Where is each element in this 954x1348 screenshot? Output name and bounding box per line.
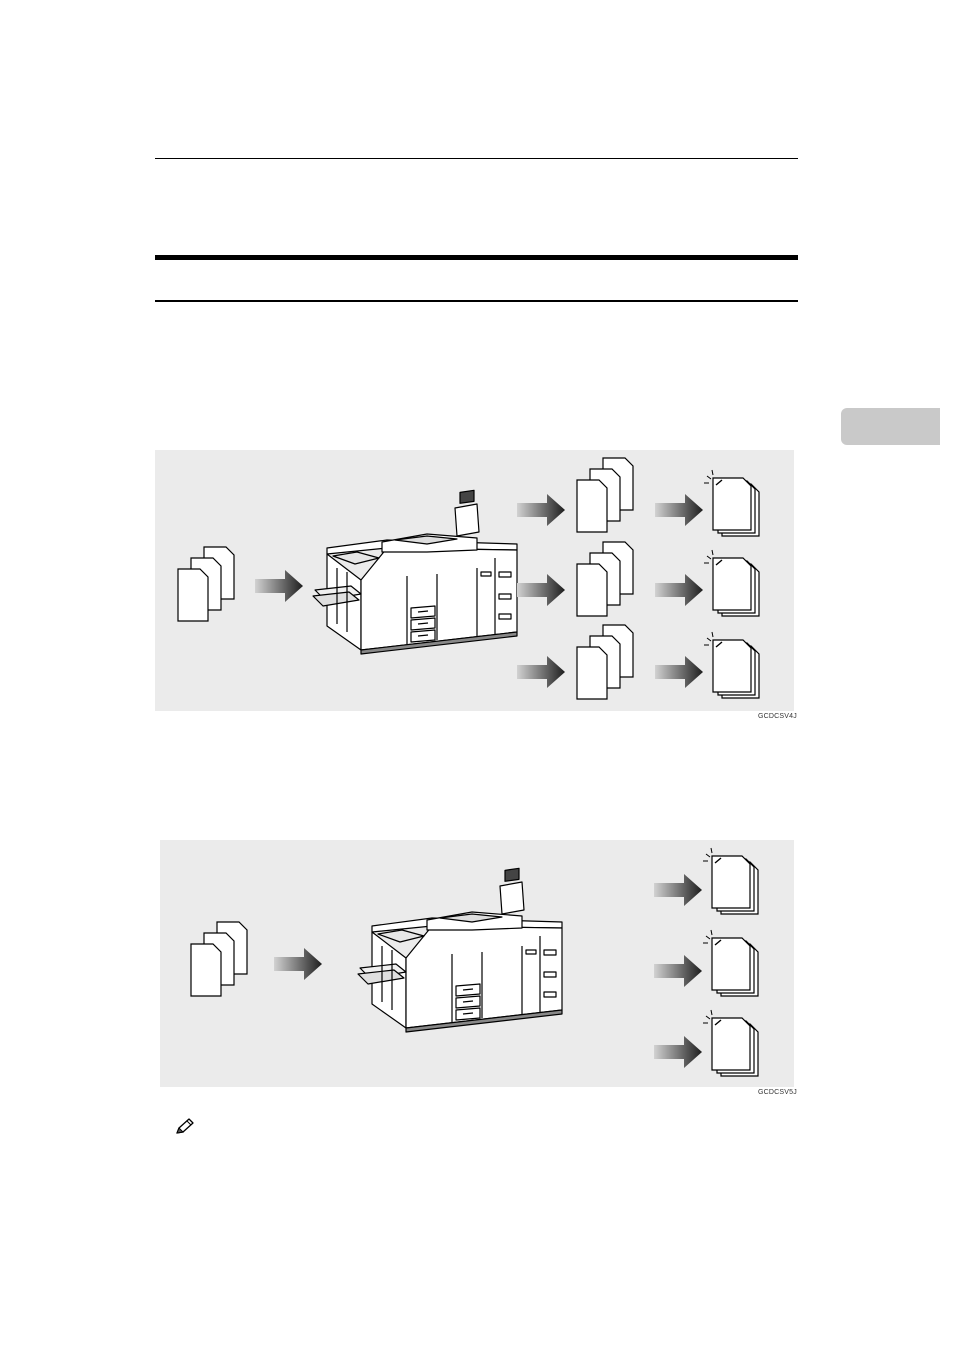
arrow-output-1 [654,874,702,906]
figure-2 [160,840,794,1087]
arrow-staple-1 [655,494,703,526]
arrow-output-2 [654,955,702,987]
arrow-row-3 [517,656,565,688]
section-rule-thin [155,300,798,302]
figure-2-code: GCDCSV5J [758,1089,797,1096]
pencil-icon [174,1117,196,1137]
original-stack [178,547,234,621]
printer-illustration [313,490,517,654]
stapled-set-3 [704,632,759,698]
stapled-set-2 [704,550,759,616]
arrow-output-3 [654,1036,702,1068]
arrow-staple-2 [655,574,703,606]
stapled-set-1 [704,470,759,536]
section-rule-thick [155,255,798,260]
stapled-set-2 [703,930,758,996]
stapled-set-3 [703,1010,758,1076]
printer-illustration [358,868,562,1032]
original-stack [191,922,247,996]
sorted-stack-2 [577,542,633,616]
sorted-stack-3 [577,625,633,699]
input-arrow [255,570,303,602]
stapled-set-1 [703,848,758,914]
chapter-tab [841,408,940,445]
header-rule [155,158,798,159]
input-arrow [274,948,322,980]
sorted-stack-1 [577,458,633,532]
arrow-row-1 [517,494,565,526]
figure-1-code: GCDCSV4J [758,713,797,720]
arrow-staple-3 [655,656,703,688]
figure-1 [155,450,794,711]
arrow-row-2 [517,574,565,606]
